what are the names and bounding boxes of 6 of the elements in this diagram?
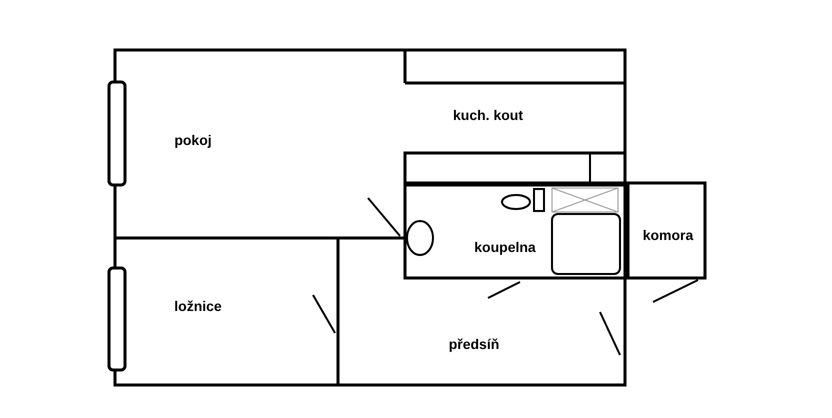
room-label: pokoj: [174, 132, 212, 148]
room-label: koupelna: [474, 239, 536, 255]
room-label: kuch. kout: [453, 107, 523, 123]
room-label: předsíň: [448, 336, 500, 352]
room-label: ložnice: [174, 298, 222, 314]
room-label: komora: [642, 227, 694, 243]
